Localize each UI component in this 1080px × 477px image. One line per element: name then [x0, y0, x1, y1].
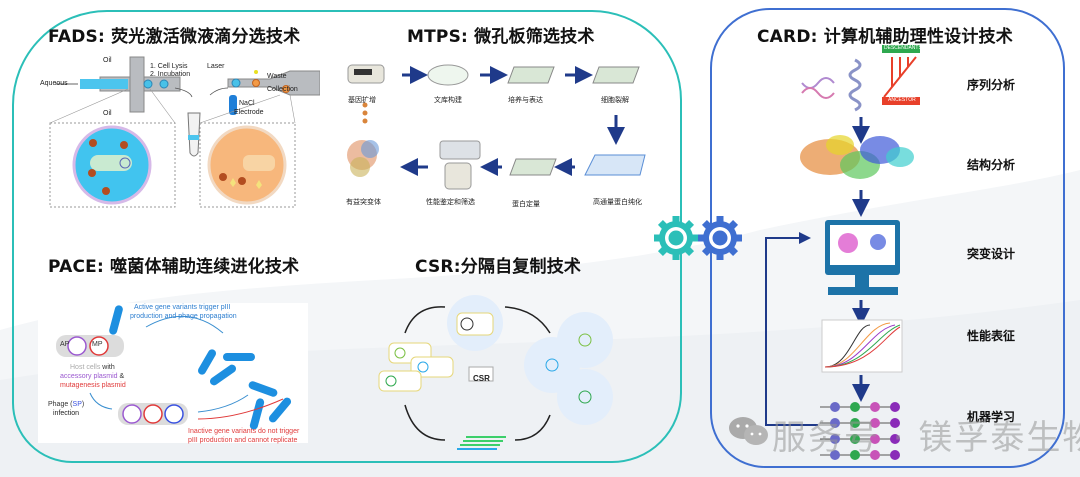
- watermark-text: 服务号 · 镁孚泰生物: [772, 418, 1080, 458]
- gears: [654, 216, 742, 260]
- card-step-machine-learning: 机器学习: [967, 410, 1016, 424]
- mtps-step-gene-amplification: 基因扩增: [348, 96, 376, 104]
- fads-diagram: [49, 56, 320, 208]
- fads-label-step1: 1. Cell Lysis: [150, 63, 188, 70]
- pace-label-active-1: Active gene variants trigger pIII: [134, 304, 231, 311]
- pace-label-ap: AP: [60, 341, 70, 348]
- tree-descendants-label: DESCENDANTS: [884, 45, 922, 51]
- pace-with-text: with: [102, 364, 115, 371]
- fads-label-oil-top: Oil: [103, 57, 112, 64]
- pace-diagram: [38, 303, 308, 443]
- fads-label-waste: Waste: [267, 73, 287, 80]
- pace-phage-end: ): [81, 401, 85, 408]
- mtps-step-cell-lysis: 细胞裂解: [601, 96, 629, 104]
- mtps-step-library-construction: 文库构建: [434, 96, 462, 104]
- mtps-title: MTPS: 微孔板筛选技术: [407, 27, 595, 47]
- fads-label-nacl: NaCl: [239, 100, 255, 107]
- pace-label-mutagenesis: mutagenesis plasmid: [60, 382, 126, 389]
- csr-center-label: CSR: [473, 374, 490, 383]
- mtps-workflow: [347, 64, 646, 190]
- mtps-step-protein-quantification: 蛋白定量: [512, 200, 540, 208]
- pace-host-cells-label: Host cells with: [70, 364, 115, 371]
- pace-label-infection: infection: [53, 410, 80, 417]
- pace-accessory-text: accessory plasmid: [60, 373, 118, 380]
- pace-title: PACE: 噬菌体辅助连续进化技术: [48, 257, 300, 277]
- mtps-step-screening: 性能鉴定和筛选: [426, 198, 475, 206]
- fads-label-step2: 2. Incubation: [150, 71, 191, 78]
- card-step-sequence-analysis: 序列分析: [967, 78, 1016, 92]
- mtps-step-protein-purification: 高通量蛋白纯化: [593, 198, 642, 206]
- card-title: CARD: 计算机辅助理性设计技术: [757, 27, 1013, 47]
- pace-sp-text: SP: [72, 401, 82, 408]
- blue-gear-icon: [698, 216, 742, 260]
- card-step-mutation-design: 突变设计: [967, 247, 1016, 261]
- teal-gear-icon: [654, 216, 698, 260]
- pace-label-mp: MP: [92, 341, 103, 348]
- fads-label-electrode: Electrode: [234, 109, 264, 116]
- mtps-step-beneficial-mutants: 有益突变体: [346, 198, 381, 206]
- pace-phage-text: Phage (: [48, 401, 73, 408]
- wechat-icon: [729, 417, 768, 445]
- pace-amp-text: &: [119, 373, 125, 380]
- card-flow: [765, 45, 920, 460]
- pace-phage-label: Phage (SP): [48, 401, 84, 408]
- csr-title: CSR:分隔自复制技术: [415, 257, 582, 277]
- fads-title: FADS: 荧光激活微液滴分选技术: [48, 27, 301, 47]
- pace-host-text: Host cells: [70, 364, 101, 371]
- csr-diagram: [378, 295, 613, 450]
- fads-label-oil-bottom: Oil: [103, 110, 112, 117]
- card-step-performance: 性能表征: [967, 329, 1016, 343]
- fads-label-laser: Laser: [207, 63, 225, 70]
- pace-label-inactive-1: Inactive gene variants do not trigger: [188, 428, 300, 435]
- pace-accessory-label: accessory plasmid &: [60, 373, 124, 380]
- card-step-structure-analysis: 结构分析: [967, 158, 1016, 172]
- pace-label-inactive-2: pIII production and cannot replicate: [188, 437, 298, 444]
- mtps-step-culture-expression: 培养与表达: [508, 96, 543, 104]
- fads-label-collection: Collection: [267, 86, 298, 93]
- fads-label-aqueous: Aqueous: [40, 80, 68, 87]
- tree-ancestor-label: ANCESTOR: [888, 97, 916, 103]
- pace-label-active-2: production and phage propagation: [130, 313, 237, 320]
